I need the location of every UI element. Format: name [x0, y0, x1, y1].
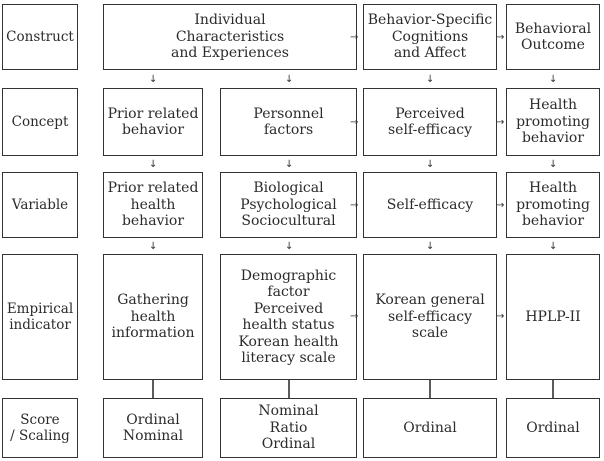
row-header-empirical: Empirical indicator — [2, 254, 78, 380]
arrow-down-icon: ↓ — [149, 241, 158, 252]
row-header-variable: Variable — [2, 172, 78, 238]
construct-individual-box: Individual Characteristics and Experienc… — [103, 4, 357, 70]
arrow-down-icon: ↓ — [149, 74, 158, 85]
variable-efficacy-box: Self-efficacy — [363, 172, 497, 238]
arrow-down-icon: ↓ — [426, 159, 435, 170]
arrow-down-icon: ↓ — [549, 74, 558, 85]
construct-outcome-box: Behavioral Outcome — [506, 4, 600, 70]
arrow-down-icon: ↓ — [285, 74, 294, 85]
score-gathering-box: Ordinal Nominal — [103, 398, 203, 458]
score-hplp-label: Ordinal — [526, 419, 580, 436]
arrow-right-icon: → — [350, 311, 359, 322]
empirical-gathering-box: Gathering health information — [103, 254, 203, 380]
arrow-down-icon: ↓ — [426, 74, 435, 85]
score-gathering-label: Ordinal Nominal — [122, 411, 184, 445]
empirical-demo-box: Demographic factor Perceived health stat… — [220, 254, 357, 380]
concept-efficacy-box: Perceived self-efficacy — [363, 88, 497, 156]
variable-bio-label: Biological Psychological Sociocultural — [240, 180, 337, 230]
arrow-down-icon: ↓ — [549, 159, 558, 170]
arrow-right-icon: → — [496, 32, 505, 43]
concept-health-box: Health promoting behavior — [506, 88, 600, 156]
construct-individual-label: Individual Characteristics and Experienc… — [171, 12, 289, 62]
arrow-down-icon: ↓ — [426, 241, 435, 252]
empirical-demo-label: Demographic factor Perceived health stat… — [238, 267, 339, 367]
row-header-concept-label: Concept — [11, 113, 69, 130]
empirical-korean-box: Korean general self-efficacy scale — [363, 254, 497, 380]
arrow-right-icon: → — [496, 117, 505, 128]
score-demo-label: Nominal Ratio Ordinal — [258, 403, 319, 453]
concept-efficacy-label: Perceived self-efficacy — [387, 105, 472, 139]
row-header-empirical-label: Empirical indicator — [6, 300, 74, 334]
variable-prior-box: Prior related health behavior — [103, 172, 203, 238]
concept-personnel-label: Personnel factors — [253, 105, 324, 139]
variable-bio-box: Biological Psychological Sociocultural — [220, 172, 357, 238]
arrow-right-icon: → — [350, 200, 359, 211]
concept-health-label: Health promoting behavior — [516, 97, 590, 147]
construct-outcome-label: Behavioral Outcome — [514, 20, 592, 54]
variable-efficacy-label: Self-efficacy — [386, 196, 474, 213]
empirical-hplp-label: HPLP-II — [525, 308, 581, 325]
variable-prior-label: Prior related health behavior — [107, 180, 199, 230]
empirical-hplp-box: HPLP-II — [506, 254, 600, 380]
score-korean-label: Ordinal — [403, 419, 457, 436]
row-header-score: Score / Scaling — [2, 398, 78, 458]
construct-cognition-box: Behavior-Specific Cognitions and Affect — [363, 4, 497, 70]
arrow-down-icon: ↓ — [285, 159, 294, 170]
row-header-variable-label: Variable — [11, 196, 69, 213]
variable-health-label: Health promoting behavior — [516, 180, 590, 230]
row-header-score-label: Score / Scaling — [10, 411, 70, 445]
concept-prior-box: Prior related behavior — [103, 88, 203, 156]
empirical-korean-label: Korean general self-efficacy scale — [375, 292, 485, 342]
construct-cognition-label: Behavior-Specific Cognitions and Affect — [367, 12, 493, 62]
row-header-construct-label: Construct — [6, 28, 74, 45]
arrow-right-icon: → — [350, 117, 359, 128]
row-header-construct: Construct — [2, 4, 78, 70]
arrow-right-icon: → — [350, 32, 359, 43]
empirical-gathering-label: Gathering health information — [111, 292, 195, 342]
score-hplp-box: Ordinal — [506, 398, 600, 458]
arrow-down-icon: ↓ — [149, 159, 158, 170]
concept-prior-label: Prior related behavior — [107, 105, 199, 139]
arrow-right-icon: → — [496, 200, 505, 211]
score-demo-box: Nominal Ratio Ordinal — [220, 398, 357, 458]
row-header-concept: Concept — [2, 88, 78, 156]
concept-personnel-box: Personnel factors — [220, 88, 357, 156]
arrow-down-icon: ↓ — [285, 241, 294, 252]
score-korean-box: Ordinal — [363, 398, 497, 458]
arrow-down-icon: ↓ — [549, 241, 558, 252]
variable-health-box: Health promoting behavior — [506, 172, 600, 238]
arrow-right-icon: → — [496, 311, 505, 322]
